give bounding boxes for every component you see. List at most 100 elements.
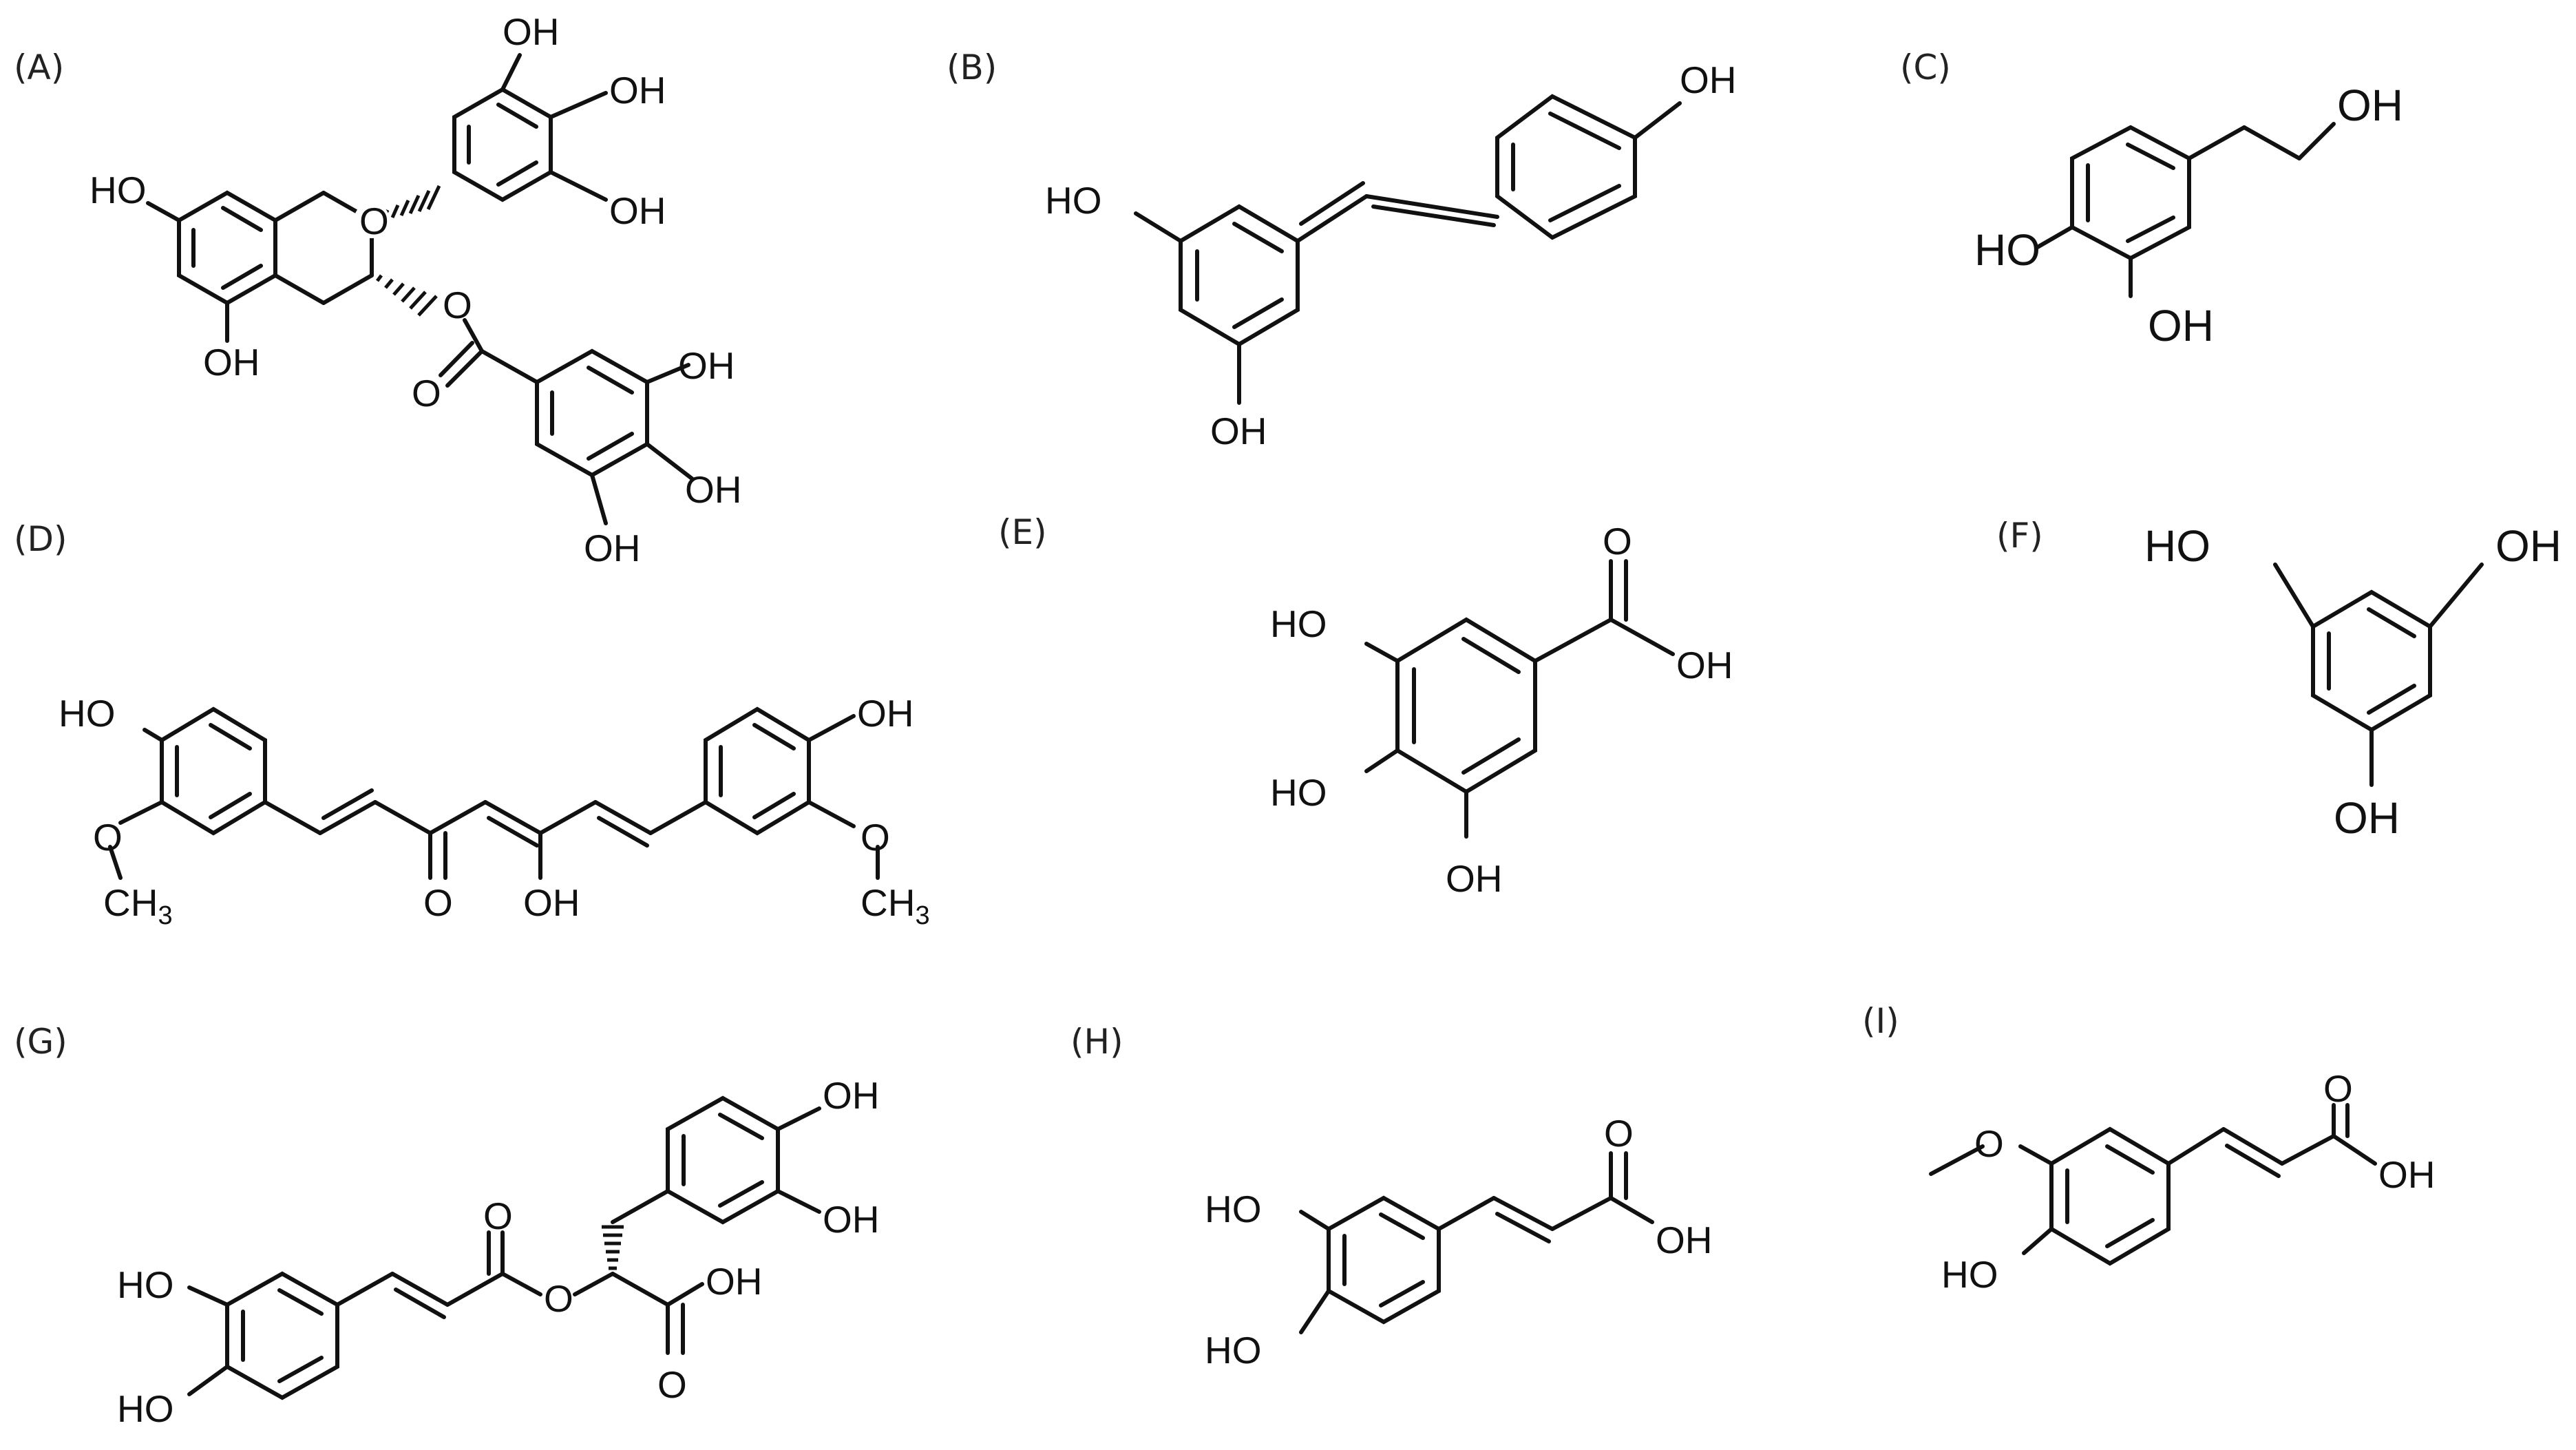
bond	[263, 800, 322, 835]
atom-o-methoxy: O	[93, 816, 123, 859]
bond	[587, 432, 634, 461]
structure-epigallocatechin-gallate: O HO OH OH OH OH O O OH OH OH	[89, 10, 742, 569]
bond	[445, 349, 484, 388]
atom-o-keto: O	[423, 881, 453, 924]
bond	[1609, 1196, 1654, 1224]
bond	[2126, 216, 2175, 243]
bond	[1609, 618, 1675, 656]
bond	[1364, 748, 1400, 773]
bond	[1929, 1144, 1985, 1176]
atom-oh: OH	[823, 1198, 880, 1241]
atom-ho: HO	[59, 692, 116, 735]
bond	[2166, 1127, 2226, 1166]
atom-ho: HO	[89, 169, 147, 211]
panel-e: (E) O OH HO HO OH	[998, 512, 1733, 900]
atom-oh: OH	[823, 1074, 880, 1117]
bond	[597, 816, 649, 848]
bond	[439, 341, 474, 377]
atom-o-methoxy: O	[861, 816, 890, 859]
bond	[718, 1180, 764, 1208]
bond	[500, 1272, 542, 1296]
bond	[2022, 1227, 2054, 1255]
structure-rosmarinic-acid: HO HO O O OH O OH OH	[117, 1074, 880, 1430]
bond	[1364, 194, 1499, 219]
bond	[1550, 1196, 1613, 1231]
atom-o-ester: O	[443, 284, 472, 326]
bond	[645, 442, 694, 481]
bond	[752, 792, 796, 819]
bond	[587, 366, 634, 395]
bond	[277, 1288, 324, 1316]
bond	[2018, 1144, 2054, 1166]
bond	[648, 800, 708, 835]
panel-label-b: (B)	[947, 48, 997, 87]
stereo-dash-bond	[376, 274, 438, 317]
bond	[807, 800, 856, 828]
bond	[483, 800, 542, 835]
atom-oh-enol: OH	[523, 881, 580, 924]
structure-phloroglucinol: HO OH OH	[2144, 521, 2562, 843]
bond	[776, 1189, 821, 1214]
bond	[752, 723, 796, 750]
bond	[1633, 101, 1682, 140]
structure-caffeic-acid: HO HO O OH	[1205, 1112, 1713, 1372]
bond	[2034, 225, 2074, 250]
bond	[611, 1189, 670, 1224]
panel-label-e: (E)	[998, 512, 1047, 552]
atom-o-ester: O	[544, 1277, 573, 1320]
bond	[1495, 94, 1637, 240]
bond	[2367, 684, 2416, 715]
bond	[2242, 125, 2301, 160]
atom-ho: HO	[1045, 179, 1102, 222]
atom-ch3: CH3	[861, 881, 930, 930]
atom-oh: OH	[584, 527, 641, 569]
bond	[373, 800, 432, 835]
atom-ho: HO	[1270, 771, 1327, 814]
bond	[1461, 637, 1521, 674]
structure-curcumin: HO O CH3 O OH OH O CH3	[59, 692, 930, 930]
panel-label-a: (A)	[14, 48, 64, 87]
bond	[1379, 1212, 1425, 1240]
bond	[273, 273, 326, 305]
bond	[335, 1272, 394, 1307]
panel-label-f: (F)	[1996, 516, 2043, 556]
bond	[487, 816, 539, 848]
bond	[2126, 143, 2175, 170]
bond	[118, 800, 164, 825]
bond	[2280, 1134, 2336, 1166]
panel-a: (A)	[14, 10, 742, 569]
panel-label-d: (D)	[14, 519, 67, 559]
bond	[807, 714, 856, 742]
atom-oh: OH	[1680, 59, 1737, 101]
atom-ho: HO	[2144, 521, 2210, 571]
bond	[394, 1288, 446, 1319]
atom-oh: OH	[1210, 410, 1267, 452]
bond	[1548, 184, 1621, 222]
bond	[1495, 1212, 1551, 1243]
bond	[549, 170, 608, 202]
panel-label-i: (I)	[1862, 1001, 1899, 1041]
bond	[776, 1106, 821, 1131]
panel-label-c: (C)	[1900, 48, 1951, 87]
bond	[593, 800, 653, 835]
atom-oh: OH	[2148, 301, 2214, 350]
atom-oh: OH	[678, 344, 735, 387]
atom-oh: OH	[685, 468, 742, 511]
atom-oh: OH	[609, 189, 666, 232]
bond	[2187, 125, 2246, 160]
panel-label-g: (G)	[14, 1022, 67, 1062]
bond	[645, 363, 690, 384]
label-gap	[354, 202, 390, 238]
bond	[142, 728, 164, 742]
bond	[2367, 607, 2416, 638]
bond	[2273, 563, 2315, 629]
structure-resveratrol: OH HO OH	[1045, 59, 1737, 452]
bond	[321, 273, 374, 305]
bond	[1299, 1289, 1331, 1334]
bond	[538, 800, 598, 835]
bond	[1492, 1196, 1554, 1231]
atom-ho: HO	[117, 1387, 174, 1430]
atom-o-methoxy: O	[1974, 1122, 2004, 1165]
bond	[187, 1285, 229, 1307]
atom-oh: OH	[2378, 1153, 2436, 1196]
